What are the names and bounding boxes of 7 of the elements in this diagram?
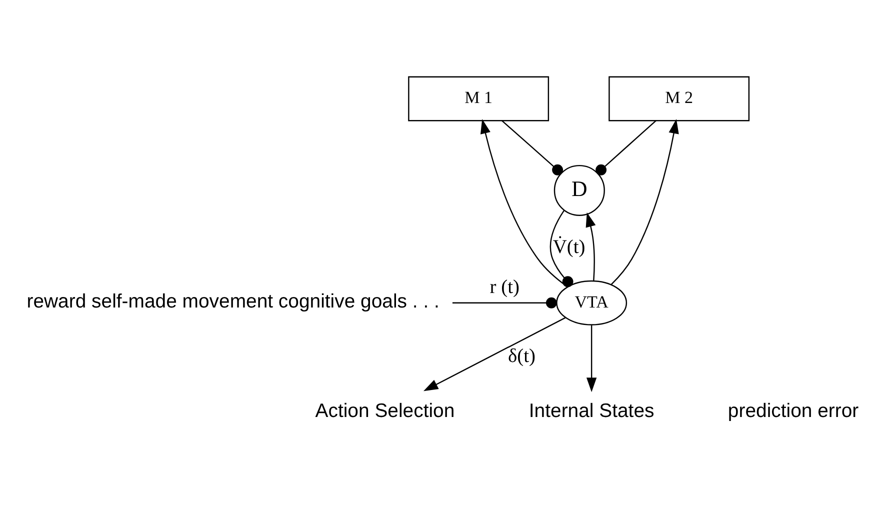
label: prediction error [728, 399, 859, 422]
node-text: reward self-made movement cognitive goals . . . [26, 290, 440, 312]
edge-label: r (t) [490, 276, 520, 298]
node-text: Action Selection [315, 399, 455, 422]
edge-label: V̇(t) [552, 236, 586, 258]
edge-label: δ(t) [508, 346, 536, 367]
node-text: Internal States [528, 399, 654, 422]
